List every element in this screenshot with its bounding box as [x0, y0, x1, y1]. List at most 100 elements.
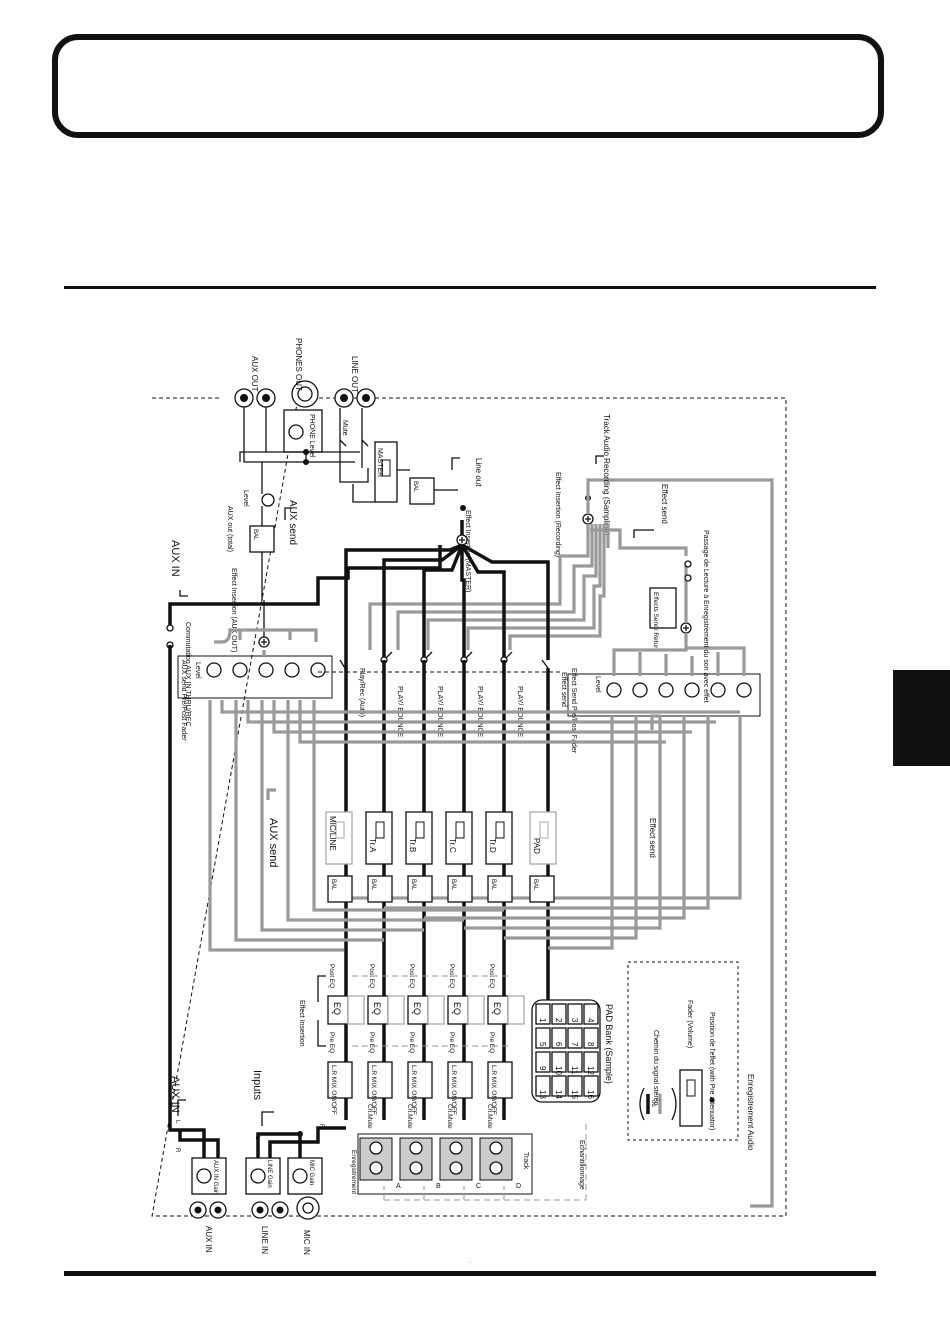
- master-label: MASTER: [376, 448, 383, 477]
- page-mark: .: [469, 1256, 472, 1265]
- aux-in-top-label: AUX IN: [169, 540, 181, 577]
- phone-level-knob[interactable]: [288, 424, 304, 440]
- aux-send-block-label: AUX send Pre/Post Fader: [180, 660, 187, 741]
- svg-text:C: C: [476, 1183, 481, 1190]
- fader-tr-b: Tr.B: [408, 838, 417, 852]
- svg-text:AUX IN Gain: AUX IN Gain: [212, 1160, 218, 1194]
- inputs-label: Inputs: [251, 1070, 263, 1100]
- commutation-label: Commutation AUX IN THRU/REC: [184, 622, 191, 727]
- pad-buttons[interactable]: [535, 1003, 599, 1097]
- title-box: [52, 34, 884, 138]
- input-jacks: [189, 1196, 320, 1220]
- svg-text:Ch.Mute: Ch.Mute: [366, 1104, 373, 1129]
- fader-mic-line: MIC/LINE: [328, 816, 337, 851]
- svg-text:EQ: EQ: [372, 1002, 382, 1015]
- svg-text:Level: Level: [194, 662, 201, 679]
- aux-send-block: [177, 655, 333, 699]
- svg-text:EQ: EQ: [332, 1002, 342, 1015]
- lr-mix-switches[interactable]: [327, 1061, 513, 1099]
- track-label: Track: [522, 1152, 529, 1170]
- svg-text:Level: Level: [242, 490, 249, 507]
- pad-bank-label: PAD Bank (Sample): [604, 1004, 614, 1084]
- svg-text:3: 3: [570, 1018, 579, 1023]
- aux-out-level-knob[interactable]: [261, 493, 275, 507]
- phone-level-label: PHONE Level: [308, 414, 315, 458]
- svg-text:Pre EQ: Pre EQ: [408, 1032, 415, 1053]
- play-rec-label: Play/Rec (Auto): [358, 668, 365, 717]
- svg-text:Ch.Mute: Ch.Mute: [446, 1104, 453, 1129]
- effect-send-knobs[interactable]: [606, 682, 752, 698]
- svg-text:7: 7: [570, 1042, 579, 1047]
- svg-text:BAL: BAL: [412, 481, 418, 493]
- channel-bal-knobs[interactable]: [327, 875, 555, 903]
- mute-switches[interactable]: [339, 408, 369, 468]
- effect-send-pad-label: Effect send: [560, 672, 567, 707]
- svg-text:13: 13: [538, 1090, 547, 1099]
- svg-text:8: 8: [586, 1042, 595, 1047]
- svg-text:Post EQ: Post EQ: [488, 964, 495, 988]
- svg-text:EQ: EQ: [412, 1002, 422, 1015]
- channel-faders[interactable]: [325, 811, 557, 865]
- effect-insertion-recording: Effect Insertion (Recording): [554, 472, 561, 557]
- input-gain-knobs[interactable]: [191, 1157, 323, 1195]
- line-out-label: LINE OUT: [350, 356, 359, 393]
- effect-send-top: Effect send: [660, 484, 669, 524]
- svg-text:Effects Send/ Return: Effects Send/ Return: [652, 592, 659, 652]
- aux-in-bottom-bus: [168, 645, 220, 1158]
- svg-text:BAL: BAL: [252, 529, 258, 541]
- svg-text:Pre EQ: Pre EQ: [448, 1032, 455, 1053]
- svg-text:D: D: [516, 1183, 521, 1190]
- svg-text:L.R MIX ON/OFF: L.R MIX ON/OFF: [490, 1065, 497, 1115]
- svg-text:L.R MIX ON/OFF: L.R MIX ON/OFF: [450, 1065, 457, 1115]
- svg-text:Pre EQ: Pre EQ: [488, 1032, 495, 1053]
- effect-insertion-eq: Effect Insertion: [298, 1000, 305, 1047]
- svg-text:BAL: BAL: [450, 879, 456, 891]
- svg-text:BAL: BAL: [490, 879, 496, 891]
- chapter-tab: [893, 670, 950, 766]
- fader-tr-c: Tr.C: [448, 838, 457, 853]
- phones-out-jack: [291, 380, 319, 408]
- svg-text:4: 4: [586, 1018, 595, 1023]
- svg-text:EQ: EQ: [452, 1002, 462, 1015]
- play-bounce-switches[interactable]: [339, 651, 549, 671]
- send-bus-gray: [208, 700, 742, 952]
- svg-text:A: A: [396, 1183, 401, 1190]
- fader-pad: PAD: [532, 838, 541, 854]
- input-wiring: [256, 1126, 346, 1158]
- aux-send-top: AUX send: [287, 500, 298, 545]
- svg-text:BAL: BAL: [410, 879, 416, 891]
- svg-text:BAL: BAL: [370, 879, 376, 891]
- echantillonnage-label: Échantillonnage: [578, 1140, 587, 1190]
- aux-in-bus: [168, 545, 442, 628]
- svg-text:11: 11: [570, 1066, 579, 1075]
- bottom-rule: [64, 1271, 876, 1276]
- svg-text:Post EQ: Post EQ: [408, 964, 415, 988]
- legend-fader-icon: [679, 1069, 703, 1127]
- aux-send-gray-lines: [214, 628, 318, 656]
- effect-insertion-aux-out: Effect Insertion (AUX OUT): [230, 568, 237, 652]
- legend-fader: Fader (Volume): [686, 1000, 693, 1048]
- aux-send-knobs[interactable]: [206, 662, 326, 678]
- svg-text:L.R MIX ON/OFF: L.R MIX ON/OFF: [370, 1065, 377, 1115]
- svg-text:L.R MIX ON/OFF: L.R MIX ON/OFF: [330, 1065, 337, 1115]
- master-bal[interactable]: [409, 477, 435, 505]
- aux-in-bottom-label: AUX IN: [169, 1076, 181, 1113]
- eq-blocks[interactable]: [327, 995, 525, 1025]
- svg-text:5: 5: [538, 1042, 547, 1047]
- fader-tr-d: Tr.D: [488, 838, 497, 853]
- svg-text:Pre EQ: Pre EQ: [368, 1032, 375, 1053]
- svg-text:Ch.Mute: Ch.Mute: [486, 1104, 493, 1129]
- legend-effect-pos: Position de l'effet (with Pre attenuator…: [708, 1012, 715, 1130]
- svg-text:9: 9: [538, 1066, 547, 1071]
- svg-text:15: 15: [570, 1090, 579, 1099]
- line-out-text: Line out: [474, 458, 483, 487]
- output-wiring: [239, 407, 360, 480]
- track-audio-recording: Track Audio Recording (Sampling): [602, 414, 611, 536]
- aux-out-jacks: [234, 388, 276, 408]
- enregistrement-label: Enregistrement: [350, 1150, 357, 1194]
- line-in-jack-label: LINE IN: [260, 1226, 269, 1254]
- svg-text:2: 2: [554, 1018, 563, 1023]
- svg-text:L: L: [174, 1120, 180, 1124]
- legend-stereo: Chemin du signal stéréo: [652, 1030, 659, 1106]
